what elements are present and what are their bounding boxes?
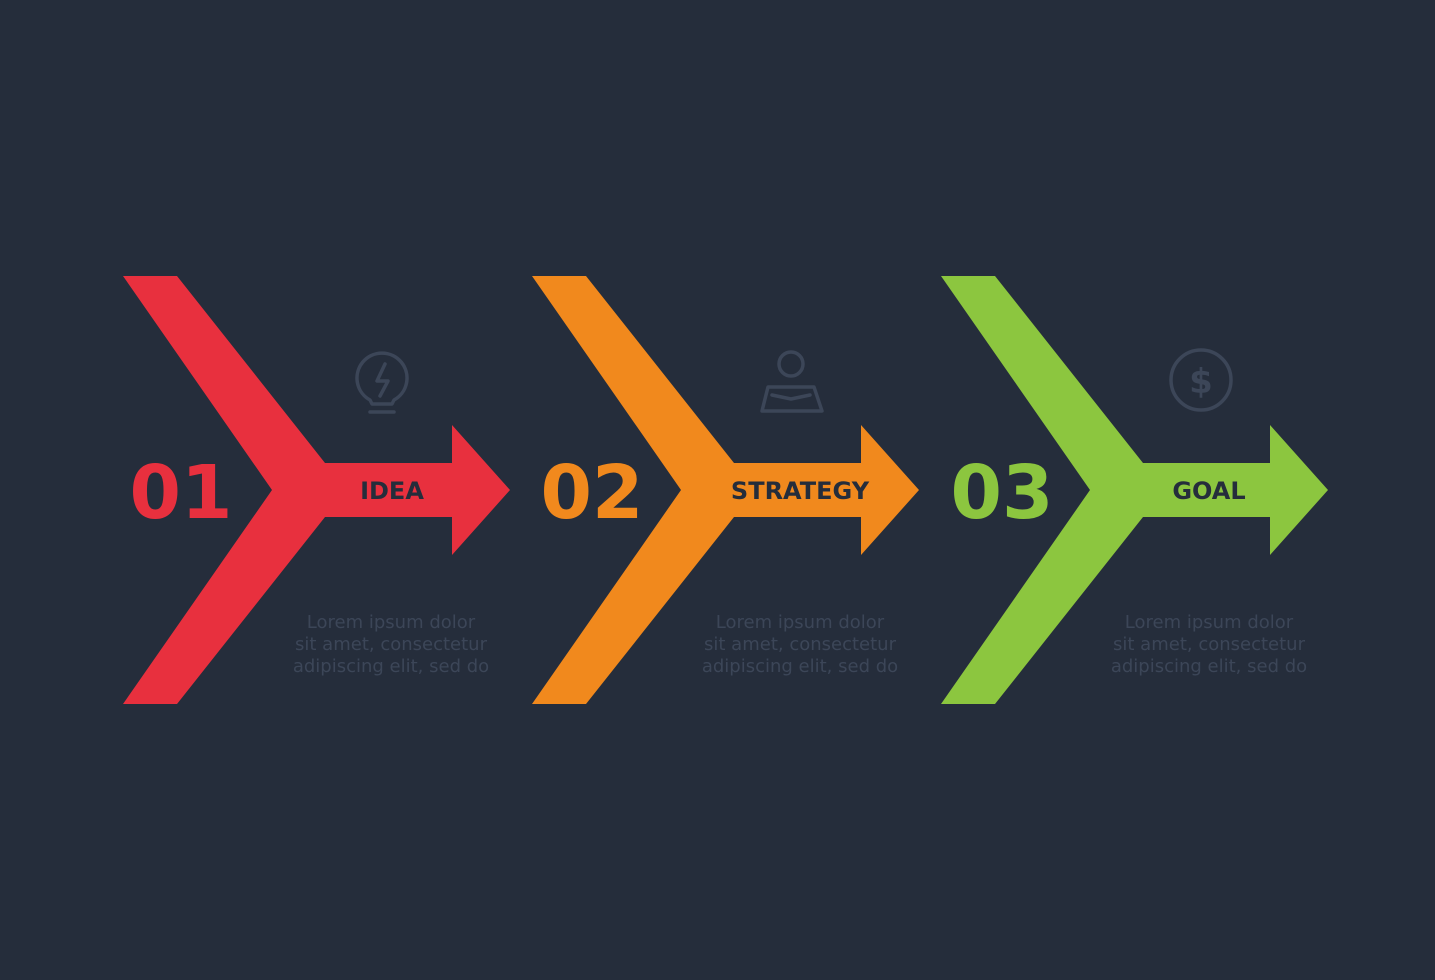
step-1-label: IDEA (360, 477, 424, 505)
step-3-description-line-2: sit amet, consectetur (1113, 634, 1306, 655)
step-1-description-line-1: Lorem ipsum dolor (307, 612, 476, 633)
person-map-icon (760, 350, 824, 413)
step-1-chevron-arrow (123, 276, 510, 704)
step-2-label: STRATEGY (731, 477, 870, 505)
step-3-description-line-1: Lorem ipsum dolor (1125, 612, 1294, 633)
step-3-chevron-arrow (941, 276, 1328, 704)
step-2: 02 STRATEGY Lorem ipsum dolor sit amet, … (532, 276, 919, 704)
step-1: 01 IDEA Lorem ipsum dolor sit amet, cons… (123, 276, 510, 704)
step-2-number: 02 (541, 450, 644, 536)
step-3-number: 03 (951, 450, 1054, 536)
step-2-description-line-2: sit amet, consectetur (704, 634, 897, 655)
svg-text:$: $ (1189, 362, 1213, 402)
step-3-description-line-3: adipiscing elit, sed do (1111, 656, 1307, 677)
step-3: 03 GOAL $ Lorem ipsum dolor sit amet, co… (941, 276, 1328, 704)
step-1-description-line-2: sit amet, consectetur (295, 634, 488, 655)
step-1-description-line-3: adipiscing elit, sed do (293, 656, 489, 677)
step-2-description-line-1: Lorem ipsum dolor (716, 612, 885, 633)
lightbulb-icon (355, 351, 409, 414)
dollar-icon: $ (1169, 348, 1233, 412)
step-3-label: GOAL (1172, 477, 1245, 505)
step-2-chevron-arrow (532, 276, 919, 704)
step-2-description-line-3: adipiscing elit, sed do (702, 656, 898, 677)
step-1-number: 01 (130, 450, 233, 536)
